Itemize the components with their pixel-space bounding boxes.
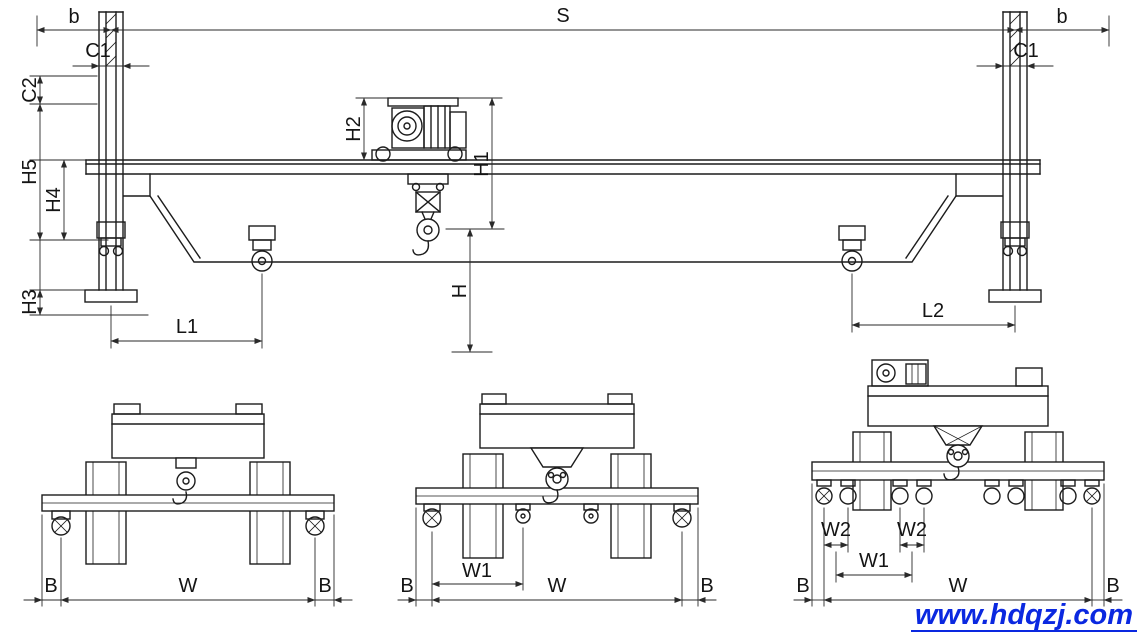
dim-label-w2-right: W2 [897,519,927,541]
dim-label-w2-left: W2 [821,519,851,541]
hook-block [932,425,984,481]
dim-label-l1: L1 [176,316,198,338]
suspension-hanger-left [248,225,276,272]
cross-member [41,494,335,512]
dim-label-b-left: B [796,575,809,597]
dim-label-h3: H3 [19,289,41,315]
girder-section [479,393,635,449]
dim-label-w: W [949,575,968,597]
dim-label-b-right: b [1056,6,1067,28]
dim-label-c1-left: C1 [85,40,111,62]
end-view-3-dimensions: W2 W2 W1 B W B [793,483,1123,607]
end-view-2: W1 B W B [397,393,717,607]
cross-member [415,487,699,505]
hoist-on-girder [871,359,1043,387]
runway-rail-right [988,11,1042,303]
dim-label-b-left: B [400,575,413,597]
hook-block [407,173,449,256]
elevation-dimensions: b S b C1 C1 C2 H5 H4 H3 [19,5,1110,353]
watermark-text: www.hdqzj.com [915,599,1133,631]
dim-label-c2: C2 [19,77,41,103]
travel-wheel-left [51,510,71,536]
end-view-1: B W B [23,403,353,607]
travel-wheel-outer-left [422,503,442,528]
dim-label-w1: W1 [462,560,492,582]
hook-block [172,457,197,505]
hook-block [529,447,585,504]
dim-label-b-right: B [318,575,331,597]
bogie-wheels [815,479,1101,505]
travel-wheel-inner-right [583,503,599,524]
dim-label-h4: H4 [43,187,65,213]
suspension-hanger-right [838,225,866,272]
end-truck-left [96,221,126,257]
end-truck-right [1000,221,1030,257]
end-view-2-dimensions: W1 B W B [397,507,717,607]
travel-wheel-inner-left [515,503,531,524]
dim-label-h: H [449,284,471,298]
dim-label-span: S [556,5,569,27]
dim-label-b-left: b [68,6,79,28]
watermark: www.hdqzj.com [911,599,1137,632]
support-column-right [610,453,652,559]
dim-label-w: W [179,575,198,597]
end-view-3: W2 W2 W1 B W B [793,359,1123,607]
support-column-right [249,461,291,565]
support-column-left [85,461,127,565]
travel-wheel-right [305,510,325,536]
dim-label-w1: W1 [859,550,889,572]
runway-rail-left [84,11,138,303]
end-view-1-dimensions: B W B [23,514,353,607]
dim-label-h2: H2 [343,116,365,142]
dim-label-b-right: B [1106,575,1119,597]
dim-label-l2: L2 [922,300,944,322]
dim-label-w: W [548,575,567,597]
dim-label-h1: H1 [471,151,493,177]
bridge-girder [85,159,1041,263]
elevation-view: b S b C1 C1 C2 H5 H4 H3 [19,5,1110,353]
support-column-left [462,453,504,559]
hoist-trolley [371,97,467,162]
dim-label-b-left: B [44,575,57,597]
dim-label-c1-right: C1 [1013,40,1039,62]
dim-label-b-right: B [700,575,713,597]
dim-label-h5: H5 [19,159,41,185]
travel-wheel-outer-right [672,503,692,528]
